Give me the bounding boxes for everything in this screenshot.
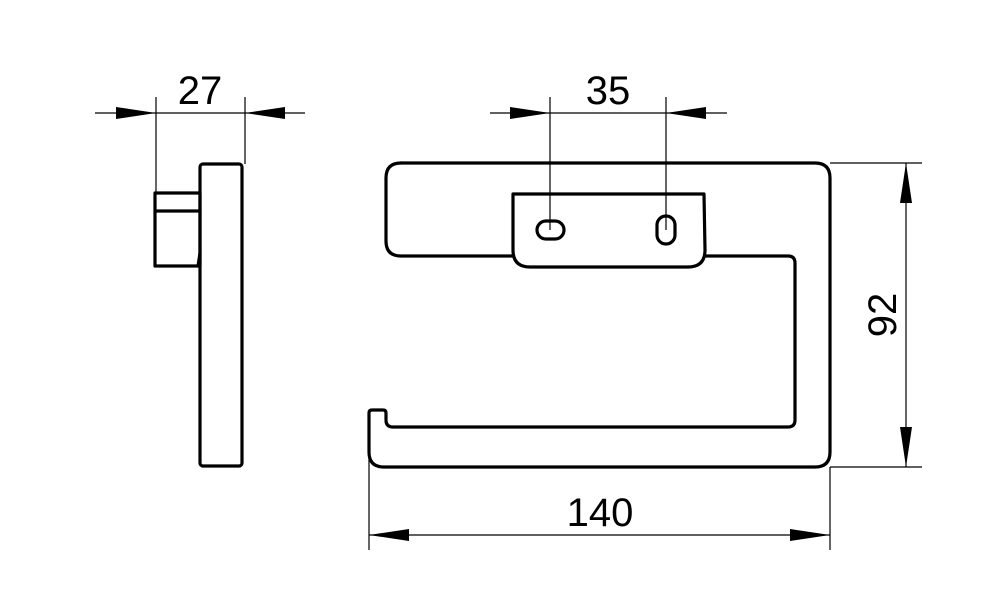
- arrow-icon: [900, 427, 912, 467]
- height-label: 92: [861, 293, 905, 338]
- width-label: 140: [567, 491, 634, 535]
- side-view: [153, 162, 244, 468]
- arrow-icon: [369, 529, 409, 541]
- dimension-hole-spacing: 35: [490, 69, 727, 230]
- side-view-step: [196, 251, 202, 268]
- dimension-depth: 27: [95, 69, 305, 193]
- arrow-icon: [666, 107, 706, 119]
- side-view-mount-block: [153, 191, 202, 268]
- side-view-body: [198, 162, 244, 468]
- holder-top-bar-edge: [384, 161, 515, 258]
- arrow-icon: [510, 107, 550, 119]
- hole-spacing-label: 35: [586, 69, 631, 113]
- front-view: [367, 161, 832, 469]
- arrow-icon: [900, 163, 912, 203]
- arrow-icon: [116, 107, 156, 119]
- arrow-icon: [790, 529, 830, 541]
- mounting-plate: [511, 192, 707, 269]
- holder-outline: [367, 161, 832, 469]
- dimension-width: 140: [368, 452, 831, 550]
- dimension-height: 92: [830, 162, 922, 468]
- depth-label: 27: [178, 69, 223, 113]
- arrow-icon: [245, 107, 285, 119]
